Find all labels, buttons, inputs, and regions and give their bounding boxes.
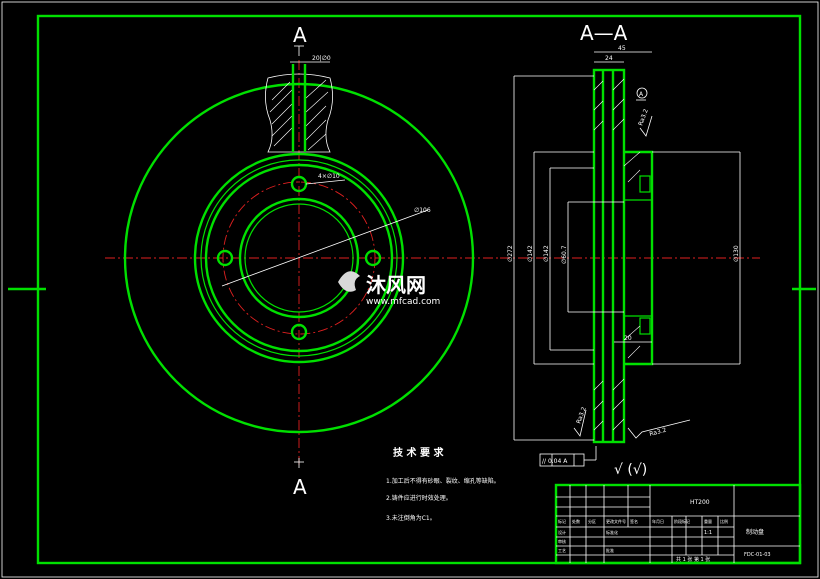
watermark-url: www.mfcad.com [366,297,440,307]
section-view: A—A [500,21,760,478]
material: HT200 [690,499,710,506]
dim-outer: ∅272 [507,245,514,262]
label-standard: 标准化 [606,529,618,535]
dim-inner: ∅60.7 [561,245,568,264]
tech-requirement-2: 2.铸件应进行时效处理。 [386,494,452,502]
label-ratio: 比例 [720,518,728,524]
roughness-1: Ra3.2 [637,108,650,127]
datum-label: A [639,91,644,98]
section-hatching [593,78,641,431]
vent-section-hatching [269,79,329,151]
section-label-bottom: A [293,475,307,499]
bolt-hole-bottom [290,323,308,341]
title-block: HT200 制动盘 FDC-01-03 1:1 共 1 张 第 1 张 标记 处… [554,483,802,565]
bolt-hole-dim: 4×∅10 [318,173,340,180]
part-name: 制动盘 [746,528,764,536]
bolt-circle [222,181,376,335]
slot-width-dim: 20|∅0 [312,55,331,62]
vent-section-outline [265,73,333,153]
front-view: 20|∅0 4×∅10 ∅106 A A [105,23,500,499]
roughness-2: Ra3.2 [575,406,588,425]
bolt-hole-left [216,249,234,267]
datum-circle [636,87,648,99]
watermark: 沐风网 www.mfcad.com [338,271,440,307]
dim-20: 20 [624,335,632,342]
center-bore-outer [238,197,360,319]
section-title: A—A [580,21,628,45]
roughness-leader-right [627,419,691,439]
dim-mid2: ∅142 [543,245,550,262]
bolt-circle-leader [221,209,429,287]
hub-outer-circle [204,163,394,353]
label-date: 年月日 [652,518,664,524]
label-weight: 重量 [704,518,712,524]
label-change-doc: 更改文件号 [606,518,626,524]
roughness-symbol-1 [639,115,653,137]
friction-ring-inner-2 [200,159,398,357]
flatness-tolerance: // 0.04 A [542,458,568,465]
bolt-hole-section-top [639,175,651,193]
section-label-top: A [293,23,307,47]
dim-45: 45 [618,45,626,52]
tech-requirement-3: 3.未注倒角为C1。 [386,514,436,522]
dim-mid: ∅142 [527,245,534,262]
title-block-frame [554,483,802,565]
watermark-logo [338,271,360,292]
label-design: 设计 [558,529,566,535]
disc-section-outline [592,68,626,444]
tech-requirements-title: 技 术 要 求 [393,446,444,459]
dim-right: ∅130 [733,245,740,262]
hub-section-outline [624,150,654,366]
general-roughness: √ (√) [614,462,647,478]
watermark-brand: 沐风网 [366,273,426,297]
tech-requirement-1: 1.加工后不得有砂眼、裂纹、缩孔等缺陷。 [386,477,500,485]
label-stage: 阶段标记 [674,518,690,524]
dim-24: 24 [605,55,613,62]
roughness-symbol-2 [573,409,587,437]
label-mark: 标记 [558,518,566,524]
sheet-count: 共 1 张 第 1 张 [676,556,710,563]
label-count: 处数 [572,518,580,524]
friction-ring-inner-1 [193,152,405,364]
scale: 1:1 [704,530,712,536]
bolt-hole-right [364,249,382,267]
label-approve: 批准 [606,547,614,553]
label-process: 工艺 [558,548,566,553]
disc-outer-circle [123,82,475,434]
roughness-3: Ra3.2 [649,427,668,438]
center-bore-inner [244,203,354,313]
drawing-number: FDC-01-03 [744,552,771,558]
bolt-hole-leader [305,179,346,185]
bolt-circle-dim: ∅106 [414,207,431,214]
label-review: 审核 [558,538,566,544]
tech-requirements: 技 术 要 求 1.加工后不得有砂眼、裂纹、缩孔等缺陷。 2.铸件应进行时效处理… [386,446,500,522]
label-zone: 分区 [588,518,596,524]
label-signature: 签名 [630,518,638,524]
bolt-hole-section-bottom [639,317,651,335]
